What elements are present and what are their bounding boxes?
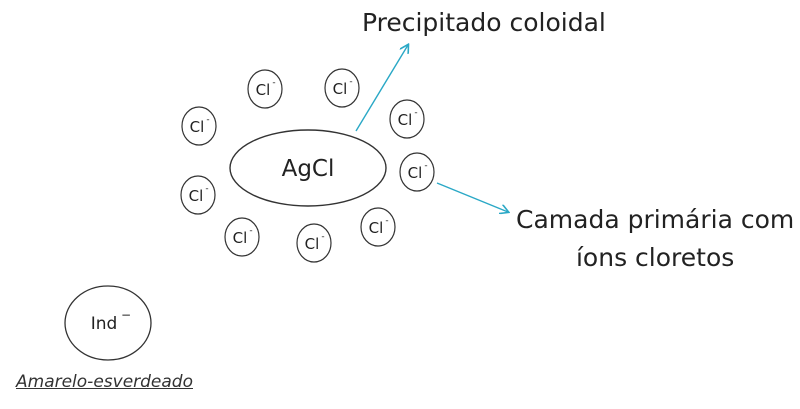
chloride-ion-charge: - [385,216,388,226]
chloride-ion-label: Cl [256,81,271,99]
chloride-ion-label: Cl [190,118,205,136]
chloride-ion-label: Cl [408,164,423,182]
chloride-ion-charge: - [206,115,209,125]
label-camada-line1: Camada primária com [516,205,795,234]
chloride-ion-1: Cl- [247,69,283,109]
chloride-ion-label: Cl [233,229,248,247]
chloride-ion-layer: Cl-Cl-Cl-Cl-Cl-Cl-Cl-Cl-Cl- [180,68,435,263]
arrow-to-camada [436,182,508,212]
chloride-ion-4: Cl- [181,106,217,146]
chloride-ion-7: Cl- [360,207,396,247]
chloride-ion-label: Cl [189,187,204,205]
chloride-ion-charge: - [272,78,275,88]
chloride-ion-8: Cl- [224,217,260,257]
chloride-ion-label: Cl [305,235,320,253]
chloride-ion-label: Cl [398,111,413,129]
label-camada-line2: íons cloretos [575,243,735,272]
chloride-ion-charge: - [205,184,208,194]
chloride-ion-6: Cl- [180,175,216,215]
label-precipitado-coloidal: Precipitado coloidal [362,8,606,37]
chloride-ion-charge: - [321,232,324,242]
chloride-ion-charge: - [349,77,352,87]
agcl-label: AgCl [282,156,335,182]
label-amarelo-esverdeado: Amarelo-esverdeado [16,372,193,392]
indicator-particle: Ind − [64,285,152,361]
chloride-ion-label: Cl [369,219,384,237]
chloride-ion-charge: - [249,226,252,236]
chloride-ion-charge: - [414,108,417,118]
arrow-to-precipitado [355,45,408,132]
label-camada-primaria: Camada primária com íons cloretos [516,201,794,277]
chloride-ion-3: Cl- [389,99,425,139]
chloride-ion-9: Cl- [296,223,332,263]
chloride-ion-charge: - [424,161,427,171]
indicator-charge: − [121,308,131,322]
agcl-particle: AgCl [229,129,387,207]
chloride-ion-2: Cl- [324,68,360,108]
chloride-ion-label: Cl [333,80,348,98]
indicator-label: Ind [91,314,118,334]
chloride-ion-5: Cl- [399,152,435,192]
